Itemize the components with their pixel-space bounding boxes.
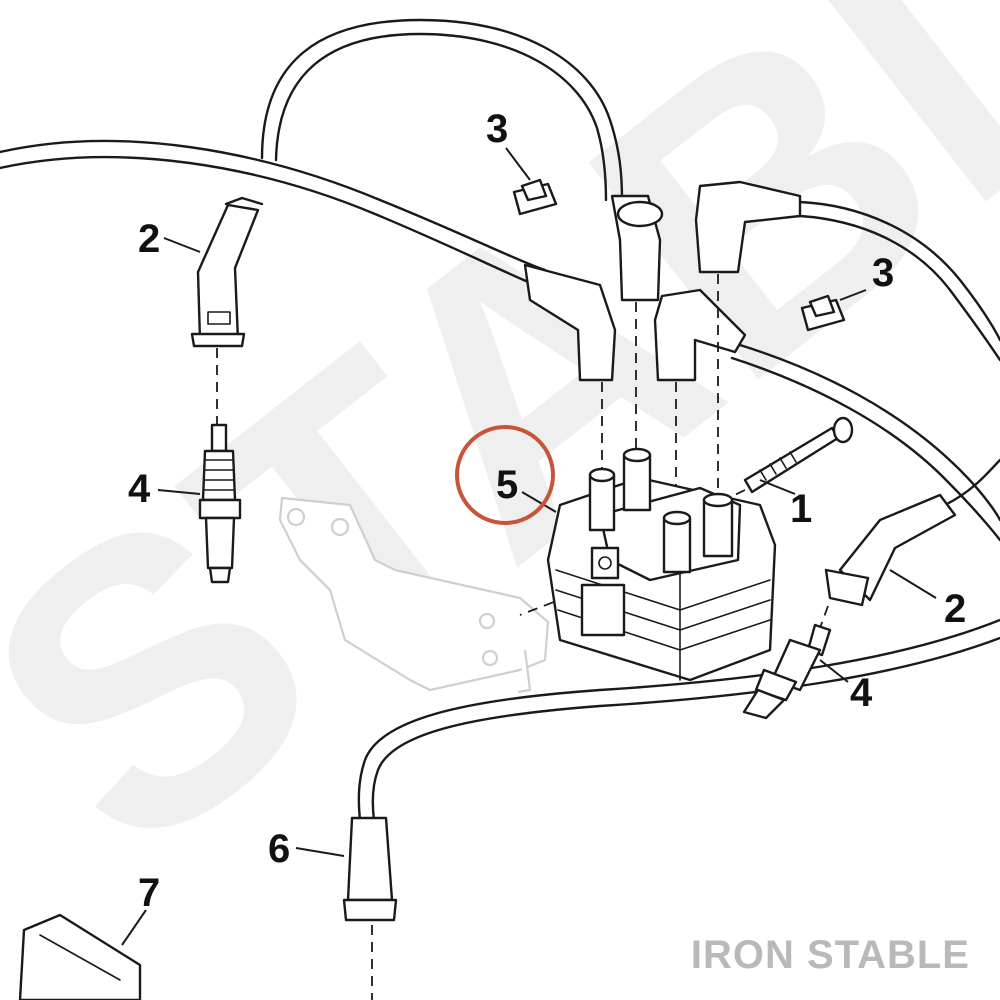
watermark-brand-text: IRON STABLE bbox=[691, 933, 970, 977]
spark-plug-wires bbox=[0, 18, 1000, 822]
highlight-circle bbox=[455, 425, 555, 525]
callout-3-top: 3 bbox=[486, 107, 508, 151]
control-module bbox=[18, 913, 142, 1000]
mounting-bracket-ghost bbox=[278, 496, 550, 694]
spark-plug-right bbox=[742, 605, 832, 720]
callout-labels: 1 2 2 3 3 4 4 5 6 7 bbox=[128, 107, 966, 915]
plug-boot-right bbox=[824, 493, 957, 607]
mounting-bolt bbox=[743, 416, 854, 494]
callout-7: 7 bbox=[138, 871, 160, 915]
callout-2-right: 2 bbox=[944, 587, 966, 631]
callout-6: 6 bbox=[268, 827, 290, 871]
callout-4-right: 4 bbox=[850, 671, 873, 715]
callout-2-left: 2 bbox=[138, 217, 160, 261]
coil-boots bbox=[523, 180, 802, 382]
wire-clip-right bbox=[800, 294, 846, 332]
ignition-coil bbox=[546, 447, 777, 682]
callout-5: 5 bbox=[496, 463, 518, 507]
plug-boot-left bbox=[190, 196, 264, 348]
callout-4-left: 4 bbox=[128, 467, 151, 511]
callout-1: 1 bbox=[790, 487, 812, 531]
spark-plug-left bbox=[198, 348, 242, 584]
leader-lines bbox=[121, 147, 937, 946]
wire-clip-top bbox=[512, 178, 558, 216]
coil-wire-boot bbox=[342, 816, 398, 922]
callout-3-right: 3 bbox=[872, 251, 894, 295]
